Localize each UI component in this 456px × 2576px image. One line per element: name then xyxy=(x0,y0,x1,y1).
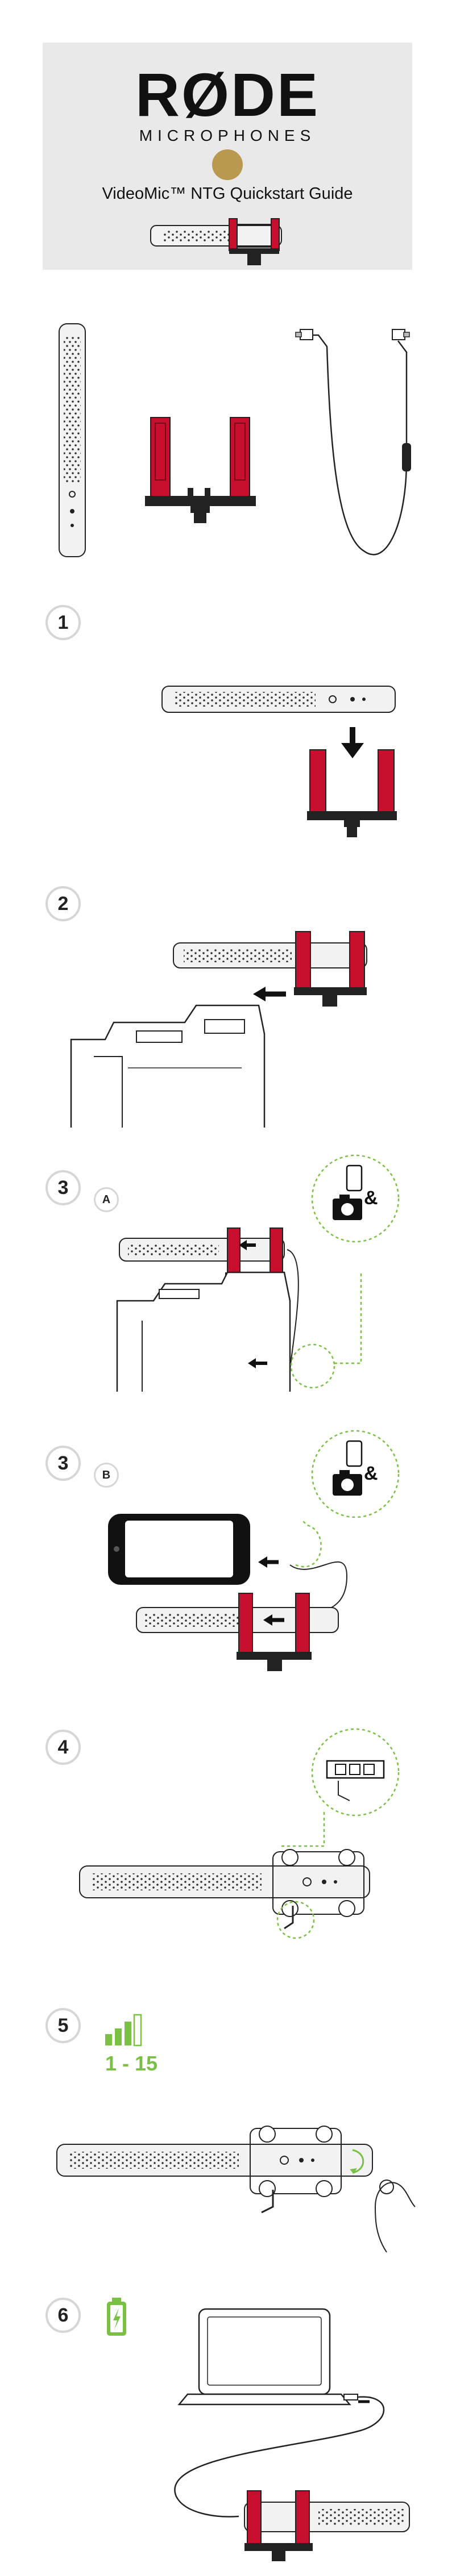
callout-and-symbol: & xyxy=(364,1463,378,1484)
step-number-1: 1 xyxy=(45,605,81,640)
smartphone-icon xyxy=(346,1440,363,1467)
step-sub-letter-b: B xyxy=(94,1463,119,1488)
step3a-mic-and-camera xyxy=(116,1228,362,1392)
cover-header: RØDE MICROPHONES VideoMic™ NTG Quickstar… xyxy=(43,43,412,270)
step1-mount-with-arrow xyxy=(307,727,397,837)
callout-and-symbol: & xyxy=(364,1187,378,1209)
step-number-2: 2 xyxy=(45,886,81,921)
step-number-4: 4 xyxy=(45,1730,81,1765)
brand-subtitle: MICROPHONES xyxy=(139,127,316,144)
level-range-label: 1 - 15 xyxy=(105,2052,158,2075)
tr-cable-illustration xyxy=(295,329,411,556)
step-number-3b: 3 xyxy=(45,1446,81,1481)
step-number-3a: 3 xyxy=(45,1170,81,1205)
header-mic-illustration xyxy=(150,218,282,265)
shock-mount-illustration xyxy=(145,417,256,523)
step2-camera-body xyxy=(70,1004,266,1128)
step1-mic-illustration xyxy=(161,686,396,713)
step2-arrow-icon xyxy=(253,987,286,1001)
signal-bars-icon xyxy=(105,2014,142,2047)
step3b-callout xyxy=(311,1430,400,1518)
step6-laptop-charging xyxy=(174,2308,410,2561)
step5-mic-and-hand xyxy=(56,2126,416,2253)
battery-charging-icon xyxy=(107,2298,126,2336)
gold-dot-icon xyxy=(212,149,243,180)
step4-callout xyxy=(311,1728,400,1817)
page-title: VideoMic™ NTG Quickstart Guide xyxy=(102,185,353,203)
brand-logo: RØDE xyxy=(135,60,320,129)
step4-mic-with-cable xyxy=(79,1812,370,1939)
mic-body-vertical xyxy=(59,323,86,557)
step-number-6: 6 xyxy=(45,2298,81,2333)
step2-mic-on-mount xyxy=(173,931,367,1007)
smartphone-icon xyxy=(346,1164,363,1192)
step3a-callout xyxy=(311,1154,400,1243)
step-sub-letter-a: A xyxy=(94,1187,119,1212)
step-number-5: 5 xyxy=(45,2008,81,2043)
step3b-phone-and-mic xyxy=(108,1514,348,1671)
